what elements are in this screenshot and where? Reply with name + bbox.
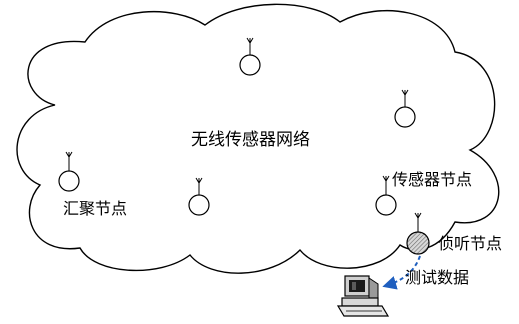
test-data-label: 测试数据 [405,268,470,287]
computer-icon [336,275,390,317]
sensor-node-top [239,37,261,76]
sniffer-node-label: 侦听节点 [438,234,503,253]
sensor-node-middle [188,177,210,216]
sink-node [58,151,80,192]
network-label: 无线传感器网络 [191,130,310,150]
sensor-node-label: 传感器节点 [392,170,473,189]
sink-node-label: 汇聚节点 [63,199,128,218]
data-flow-arrow [382,255,421,290]
sniffer-node [406,212,430,255]
sensor-node-right [375,175,397,216]
sensor-node-right-top [394,89,416,128]
